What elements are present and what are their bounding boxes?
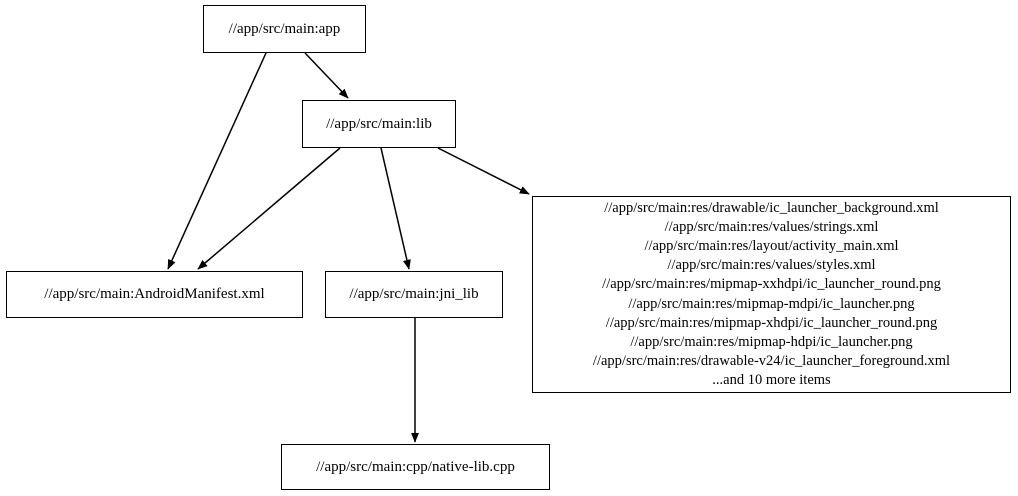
node-res-bundle[interactable]: //app/src/main:res/drawable/ic_launcher_… [532,196,1011,393]
node-res-bundle-label: //app/src/main:res/drawable/ic_launcher_… [592,200,951,388]
node-lib[interactable]: //app/src/main:lib [302,100,456,148]
node-lib-label: //app/src/main:lib [326,115,432,132]
edge-lib-to-android-manifest [197,147,341,270]
edge-app-to-lib [304,52,349,99]
edge-lib-to-res-bundle [437,147,530,195]
node-native-lib-label: //app/src/main:cpp/native-lib.cpp [316,458,515,475]
node-android-manifest[interactable]: //app/src/main:AndroidManifest.xml [6,271,303,318]
edge-lib-to-jni-lib [380,147,411,270]
edge-app-to-android-manifest [167,52,267,270]
node-android-manifest-label: //app/src/main:AndroidManifest.xml [44,286,265,302]
node-jni-lib-label: //app/src/main:jni_lib [349,286,479,302]
node-jni-lib[interactable]: //app/src/main:jni_lib [325,271,503,318]
node-app[interactable]: //app/src/main:app [203,5,366,53]
node-native-lib[interactable]: //app/src/main:cpp/native-lib.cpp [281,444,550,490]
node-app-label: //app/src/main:app [228,20,341,37]
